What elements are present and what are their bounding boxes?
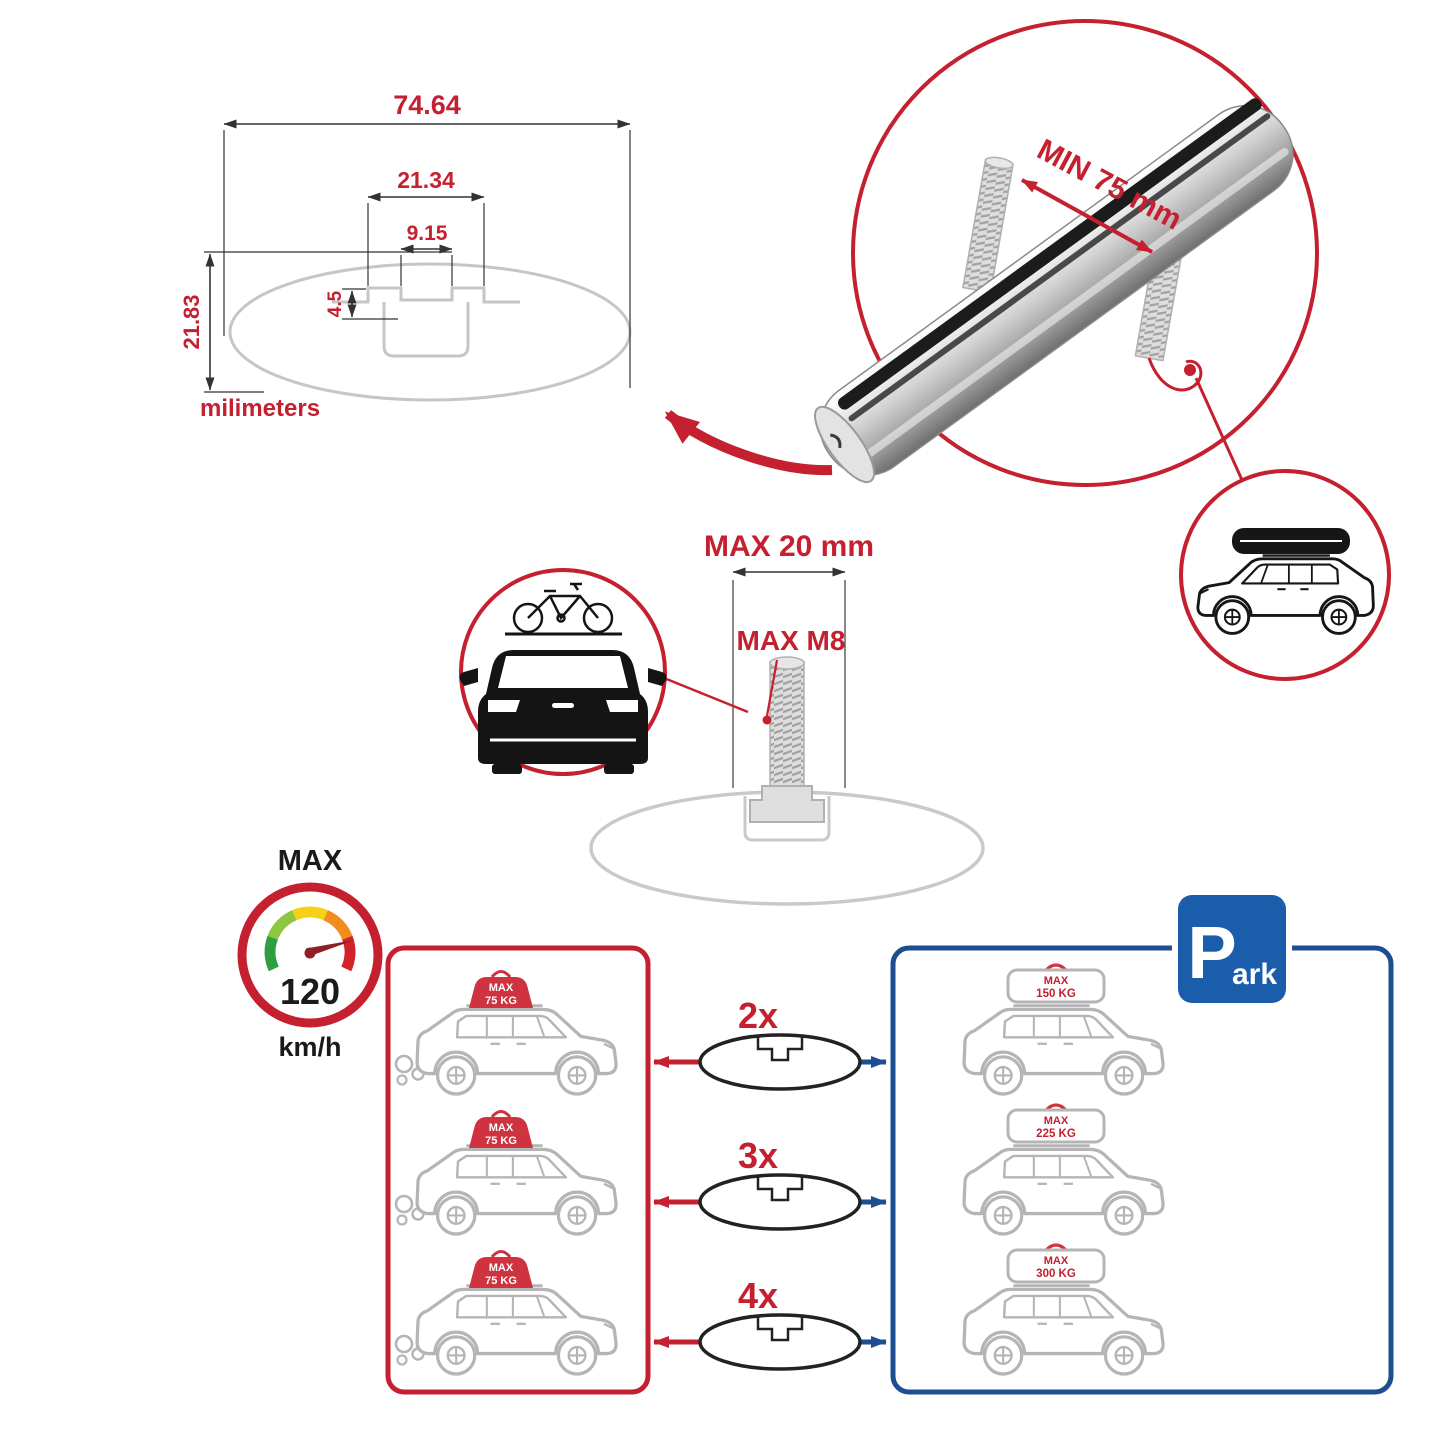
speed-max-label: MAX — [278, 845, 343, 877]
box-label-line2: 225 KG — [1036, 1128, 1076, 1140]
driving-capacity-panel: MAX 75 KG MAX 75 KG MAX 75 KG — [385, 945, 651, 1395]
dim-slot-depth-label: 4.5 — [325, 290, 346, 317]
box-label-line2: 300 KG — [1036, 1268, 1076, 1280]
box-label-line1: MAX — [1044, 975, 1069, 987]
gauge-pivot — [304, 947, 316, 959]
gauge-arc — [264, 906, 356, 972]
roofbox-suv-callout — [1179, 469, 1391, 681]
bolt-icon — [749, 656, 825, 823]
pod-label-line1: MAX — [489, 1262, 514, 1274]
crossbar-profile-icon — [698, 1313, 862, 1371]
callout-dot — [1184, 364, 1196, 376]
crossbar-count-label: 2x — [738, 995, 778, 1036]
box-label-line2: 150 KG — [1036, 988, 1076, 1000]
speed-gauge: MAX 120 km/h — [237, 845, 383, 1062]
profile-pointer-arrow — [664, 410, 833, 476]
cargo-pod-icon: MAX 75 KG — [469, 1110, 533, 1148]
park-sign: P ark — [1172, 889, 1292, 1009]
pod-label-line1: MAX — [489, 982, 514, 994]
thread-dot — [762, 715, 772, 725]
profile-channel-top — [332, 286, 520, 304]
cargo-pod-icon: MAX 75 KG — [469, 970, 533, 1008]
crossbar-detail: MIN 75 mm — [664, 19, 1391, 681]
profile-channel-body — [382, 302, 470, 358]
box-label-line1: MAX — [1044, 1115, 1069, 1127]
parked-capacity-panel: MAX 150 KG MAX 225 KG MAX 300 KG P ark — [890, 889, 1394, 1395]
dim-channel-width-label: 21.34 — [397, 167, 455, 193]
crossbar-count-row: 2x — [653, 995, 887, 1091]
roof-box-label-icon: MAX 300 KG — [1006, 1243, 1106, 1284]
park-sign-letter: P — [1187, 911, 1236, 994]
dim-slot-width-label: 9.15 — [407, 222, 448, 245]
bolt-max-length-label: MAX 20 mm — [704, 530, 874, 563]
min-spacing-arrow — [1021, 178, 1153, 254]
pod-label-line2: 75 KG — [485, 1275, 517, 1287]
pod-label-line1: MAX — [489, 1122, 514, 1134]
park-sign-plate — [1178, 895, 1286, 1003]
bolt-length-diagram: MAX 20 mm MAX M8 — [459, 530, 985, 906]
detail-circle — [851, 19, 1319, 487]
callout-leader — [663, 676, 749, 714]
speed-unit-label: km/h — [278, 1032, 341, 1062]
callout-leader — [1194, 377, 1244, 481]
crossbar-count-row: 3x — [653, 1135, 887, 1231]
profile-channel-ghost — [743, 796, 831, 842]
crossbar-profile-slot — [756, 1176, 804, 1202]
profile-dimension-diagram: 74.64 21.34 9.15 4.5 21.83 milimeters — [179, 90, 632, 422]
pod-label-line2: 75 KG — [485, 1135, 517, 1147]
thread-leader — [765, 659, 779, 717]
mounting-bolt-icon — [962, 156, 1014, 294]
gauge-needle — [306, 940, 355, 958]
crossbar-count-label: 4x — [738, 1275, 778, 1316]
dim-total-height-label: 21.83 — [179, 294, 204, 349]
bike-icon — [505, 582, 622, 636]
speed-value-label: 120 — [280, 971, 340, 1012]
crossbar-profile-icon — [698, 1033, 862, 1091]
dim-total-width-label: 74.64 — [393, 90, 461, 120]
crossbar-count-row: 4x — [653, 1275, 887, 1371]
car-front-icon — [459, 650, 667, 774]
crossbar-profile-slot — [756, 1036, 804, 1062]
crossbar-profile-slot — [756, 1316, 804, 1342]
crossbar-profile-icon — [698, 1173, 862, 1231]
park-sign-suffix: ark — [1232, 958, 1277, 991]
bolt-thread-label: MAX M8 — [737, 625, 846, 656]
roof-box-label-icon: MAX 225 KG — [1006, 1103, 1106, 1144]
crossbar-count-label: 3x — [738, 1135, 778, 1176]
cargo-pod-icon: MAX 75 KG — [469, 1250, 533, 1288]
bike-car-callout — [459, 568, 749, 776]
roof-box-label-icon: MAX 150 KG — [1006, 963, 1106, 1004]
dim-unit-label: milimeters — [200, 395, 320, 422]
crossbar-bar — [814, 98, 1294, 484]
pod-label-line2: 75 KG — [485, 995, 517, 1007]
box-label-line1: MAX — [1044, 1255, 1069, 1267]
crossbar-count-column: 2x 3x 4x — [653, 995, 887, 1371]
profile-ellipse — [228, 262, 632, 402]
